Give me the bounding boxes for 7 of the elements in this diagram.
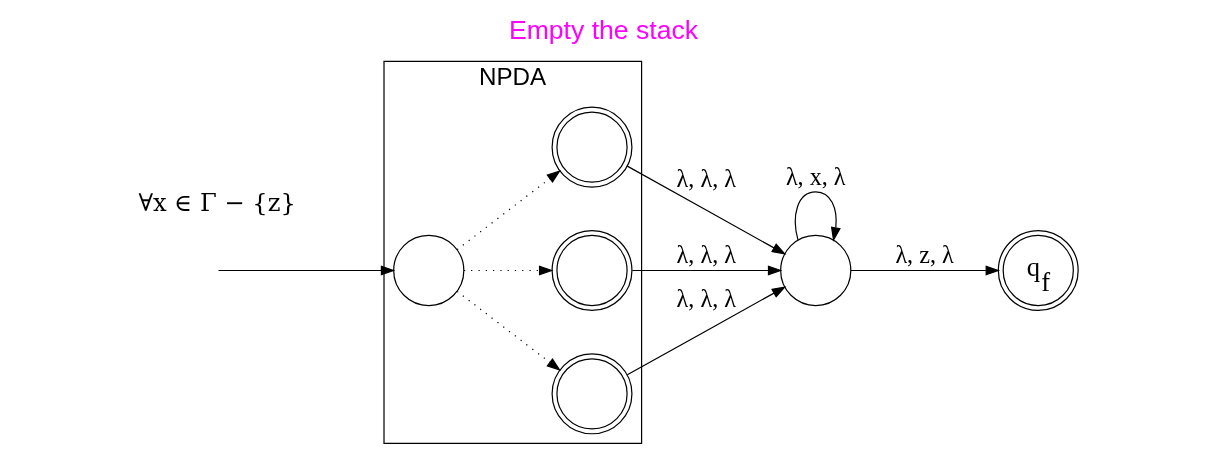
diagram-title: Empty the stack [508, 15, 698, 46]
label: ∀x ∈ Γ − {z} [137, 189, 296, 218]
edge-label: λ, λ, λ [676, 284, 736, 312]
edge-label: λ, z, λ [894, 241, 954, 269]
edge-label: λ, λ, λ [676, 165, 736, 193]
edge-label: λ, x, λ [785, 162, 846, 190]
edge-label: λ, λ, λ [676, 241, 736, 269]
